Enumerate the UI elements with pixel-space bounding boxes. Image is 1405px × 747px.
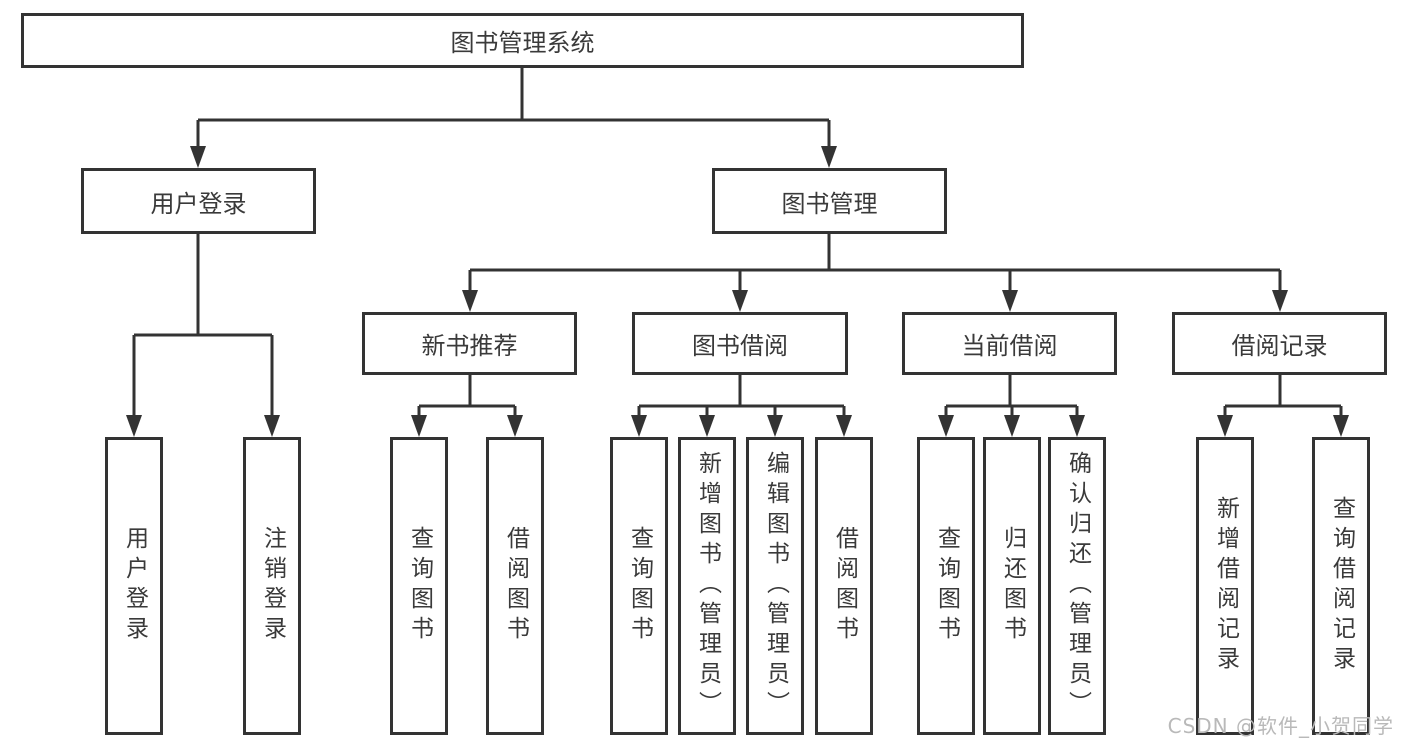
leaf-confirm-return-admin: 确认归还（管理员） [1048, 437, 1106, 735]
arrowhead [462, 290, 478, 312]
arrowhead [264, 415, 280, 437]
node-label: 新增图书（管理员） [694, 451, 721, 721]
leaf-user-login: 用户登录 [105, 437, 163, 735]
node-label: 用户登录 [150, 189, 247, 218]
node-label: 查询图书 [933, 526, 960, 646]
node-library-system: 图书管理系统 [21, 13, 1024, 68]
node-label: 查询图书 [626, 526, 653, 646]
node-label: 用户登录 [121, 526, 148, 646]
node-label: 查询借阅记录 [1328, 496, 1355, 676]
csdn-watermark: CSDN @软件_小贺同学 [1167, 714, 1394, 738]
arrowhead [1333, 415, 1349, 437]
node-label: 图书管理 [781, 189, 878, 218]
node-label: 查询图书 [406, 526, 433, 646]
node-label: 注销登录 [259, 526, 286, 646]
leaf-query-book-recommend: 查询图书 [390, 437, 448, 735]
arrowhead [507, 415, 523, 437]
arrowhead [836, 415, 852, 437]
node-book-borrowing: 图书借阅 [632, 312, 848, 375]
node-current-borrowing: 当前借阅 [902, 312, 1117, 375]
node-label: 归还图书 [999, 526, 1026, 646]
arrowhead [1069, 415, 1085, 437]
arrowhead [1002, 290, 1018, 312]
node-label: 确认归还（管理员） [1064, 451, 1091, 721]
arrowhead [767, 415, 783, 437]
node-label: 借阅图书 [831, 526, 858, 646]
node-new-book-recommend: 新书推荐 [362, 312, 577, 375]
node-book-management: 图书管理 [712, 168, 947, 234]
node-label: 借阅图书 [502, 526, 529, 646]
node-label: 编辑图书（管理员） [762, 451, 789, 721]
leaf-borrow-book-recommend: 借阅图书 [486, 437, 544, 735]
node-label: 新书推荐 [421, 332, 518, 360]
node-label: 借阅记录 [1231, 332, 1328, 360]
leaf-borrow-book: 借阅图书 [815, 437, 873, 735]
node-user-login: 用户登录 [81, 168, 316, 234]
arrowhead [411, 415, 427, 437]
arrowhead [1272, 290, 1288, 312]
node-label: 图书借阅 [692, 332, 788, 360]
leaf-add-book-admin: 新增图书（管理员） [678, 437, 736, 735]
leaf-query-book-borrowing: 查询图书 [610, 437, 668, 735]
node-label: 图书管理系统 [450, 29, 595, 57]
arrowhead [190, 146, 206, 168]
leaf-logout-login: 注销登录 [243, 437, 301, 735]
node-label: 当前借阅 [961, 332, 1058, 360]
arrowhead [1004, 415, 1020, 437]
leaf-return-book: 归还图书 [983, 437, 1041, 735]
arrowhead [732, 290, 748, 312]
node-borrowing-records: 借阅记录 [1172, 312, 1387, 375]
arrowhead [631, 415, 647, 437]
leaf-add-borrow-record: 新增借阅记录 [1196, 437, 1254, 735]
leaf-edit-book-admin: 编辑图书（管理员） [746, 437, 804, 735]
arrowhead [1217, 415, 1233, 437]
arrowhead [699, 415, 715, 437]
node-label: 新增借阅记录 [1212, 496, 1239, 676]
arrowhead [126, 415, 142, 437]
arrowhead [938, 415, 954, 437]
arrowhead [821, 146, 837, 168]
leaf-query-borrow-record: 查询借阅记录 [1312, 437, 1370, 735]
leaf-query-book-current: 查询图书 [917, 437, 975, 735]
